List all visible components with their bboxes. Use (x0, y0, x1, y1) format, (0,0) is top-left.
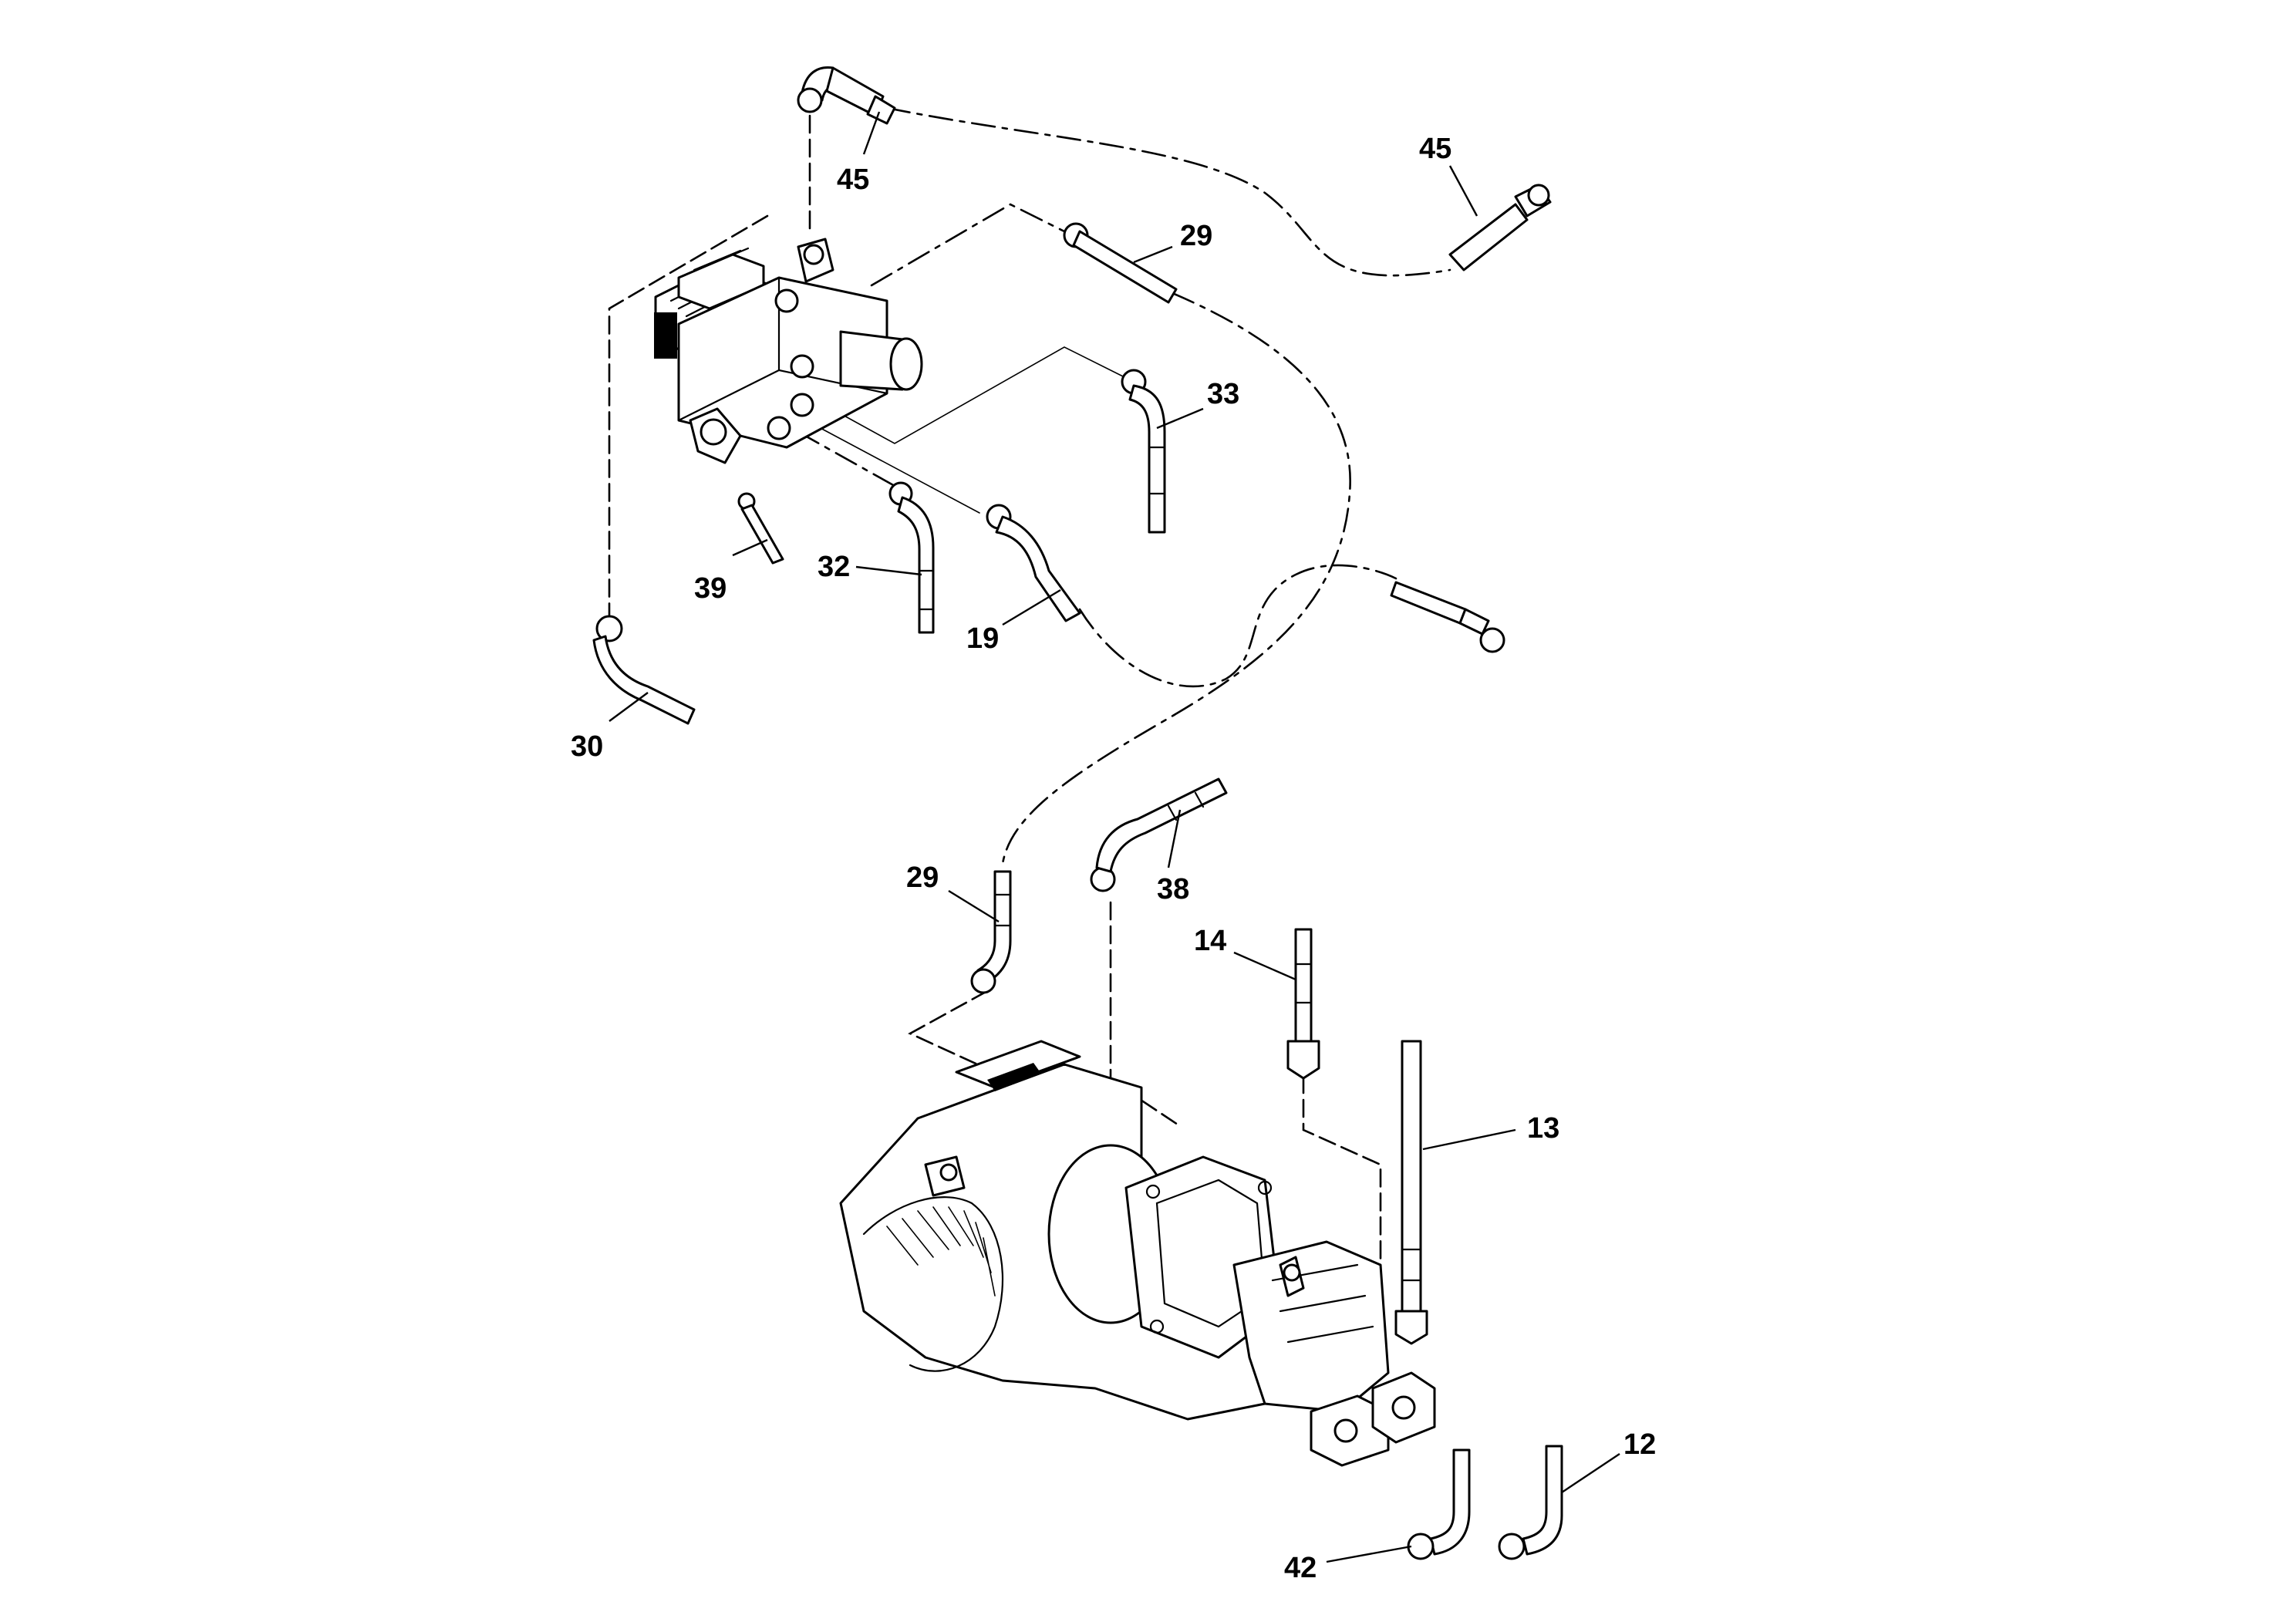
callout-label-45-right: 45 (1419, 133, 1451, 165)
hose-33-elbow (1121, 369, 1166, 534)
hose-29-lower-elbow (970, 870, 1012, 994)
callout-29-lower: 29 (906, 862, 1000, 923)
pump-transmission-assembly (839, 1040, 1436, 1467)
hose-30-elbow (592, 615, 696, 725)
callout-30: 30 (571, 692, 649, 763)
callout-45-upper: 45 (837, 111, 881, 196)
callout-label-30: 30 (571, 730, 603, 763)
callout-32: 32 (818, 551, 922, 583)
hose-45-right-fitting (1448, 184, 1552, 271)
callout-label-14: 14 (1194, 925, 1226, 957)
hose-12-elbow (1498, 1445, 1563, 1560)
hose-19-elbow (986, 504, 1081, 622)
callout-12: 12 (1561, 1428, 1656, 1493)
callout-19: 19 (966, 588, 1061, 655)
callout-13: 13 (1422, 1112, 1559, 1151)
control-valve-block (654, 238, 923, 464)
callout-label-39: 39 (694, 572, 727, 605)
callout-45-right: 45 (1419, 133, 1478, 217)
callout-label-42: 42 (1284, 1552, 1317, 1584)
hose-29-right-fitting (1390, 581, 1505, 653)
callout-39: 39 (694, 538, 768, 605)
callout-29-upper: 29 (1133, 220, 1212, 264)
callout-label-19: 19 (966, 622, 999, 655)
callout-label-33: 33 (1207, 378, 1239, 410)
callout-label-12: 12 (1623, 1428, 1656, 1461)
callout-label-45-upper: 45 (837, 164, 869, 196)
hose-45-upper-fitting (797, 66, 896, 125)
callout-14: 14 (1194, 925, 1296, 981)
hose-42-elbow (1407, 1448, 1471, 1560)
callout-label-29-lower: 29 (906, 862, 939, 894)
hose-routing-lines (608, 106, 1451, 1344)
callout-38: 38 (1157, 809, 1189, 905)
callout-33: 33 (1156, 378, 1239, 430)
callout-label-13: 13 (1527, 1112, 1559, 1145)
callout-label-29-upper: 29 (1180, 220, 1212, 252)
hose-13-fitting (1394, 1040, 1428, 1345)
callout-42: 42 (1284, 1545, 1412, 1584)
hose-38-elbow (1090, 777, 1228, 892)
hose-39-fitting (737, 492, 784, 565)
hose-14-fitting (1286, 928, 1320, 1080)
hose-32-elbow (888, 481, 935, 634)
hose-29-upper-fitting (1063, 222, 1178, 304)
callout-label-32: 32 (818, 551, 850, 583)
callout-label-38: 38 (1157, 873, 1189, 905)
